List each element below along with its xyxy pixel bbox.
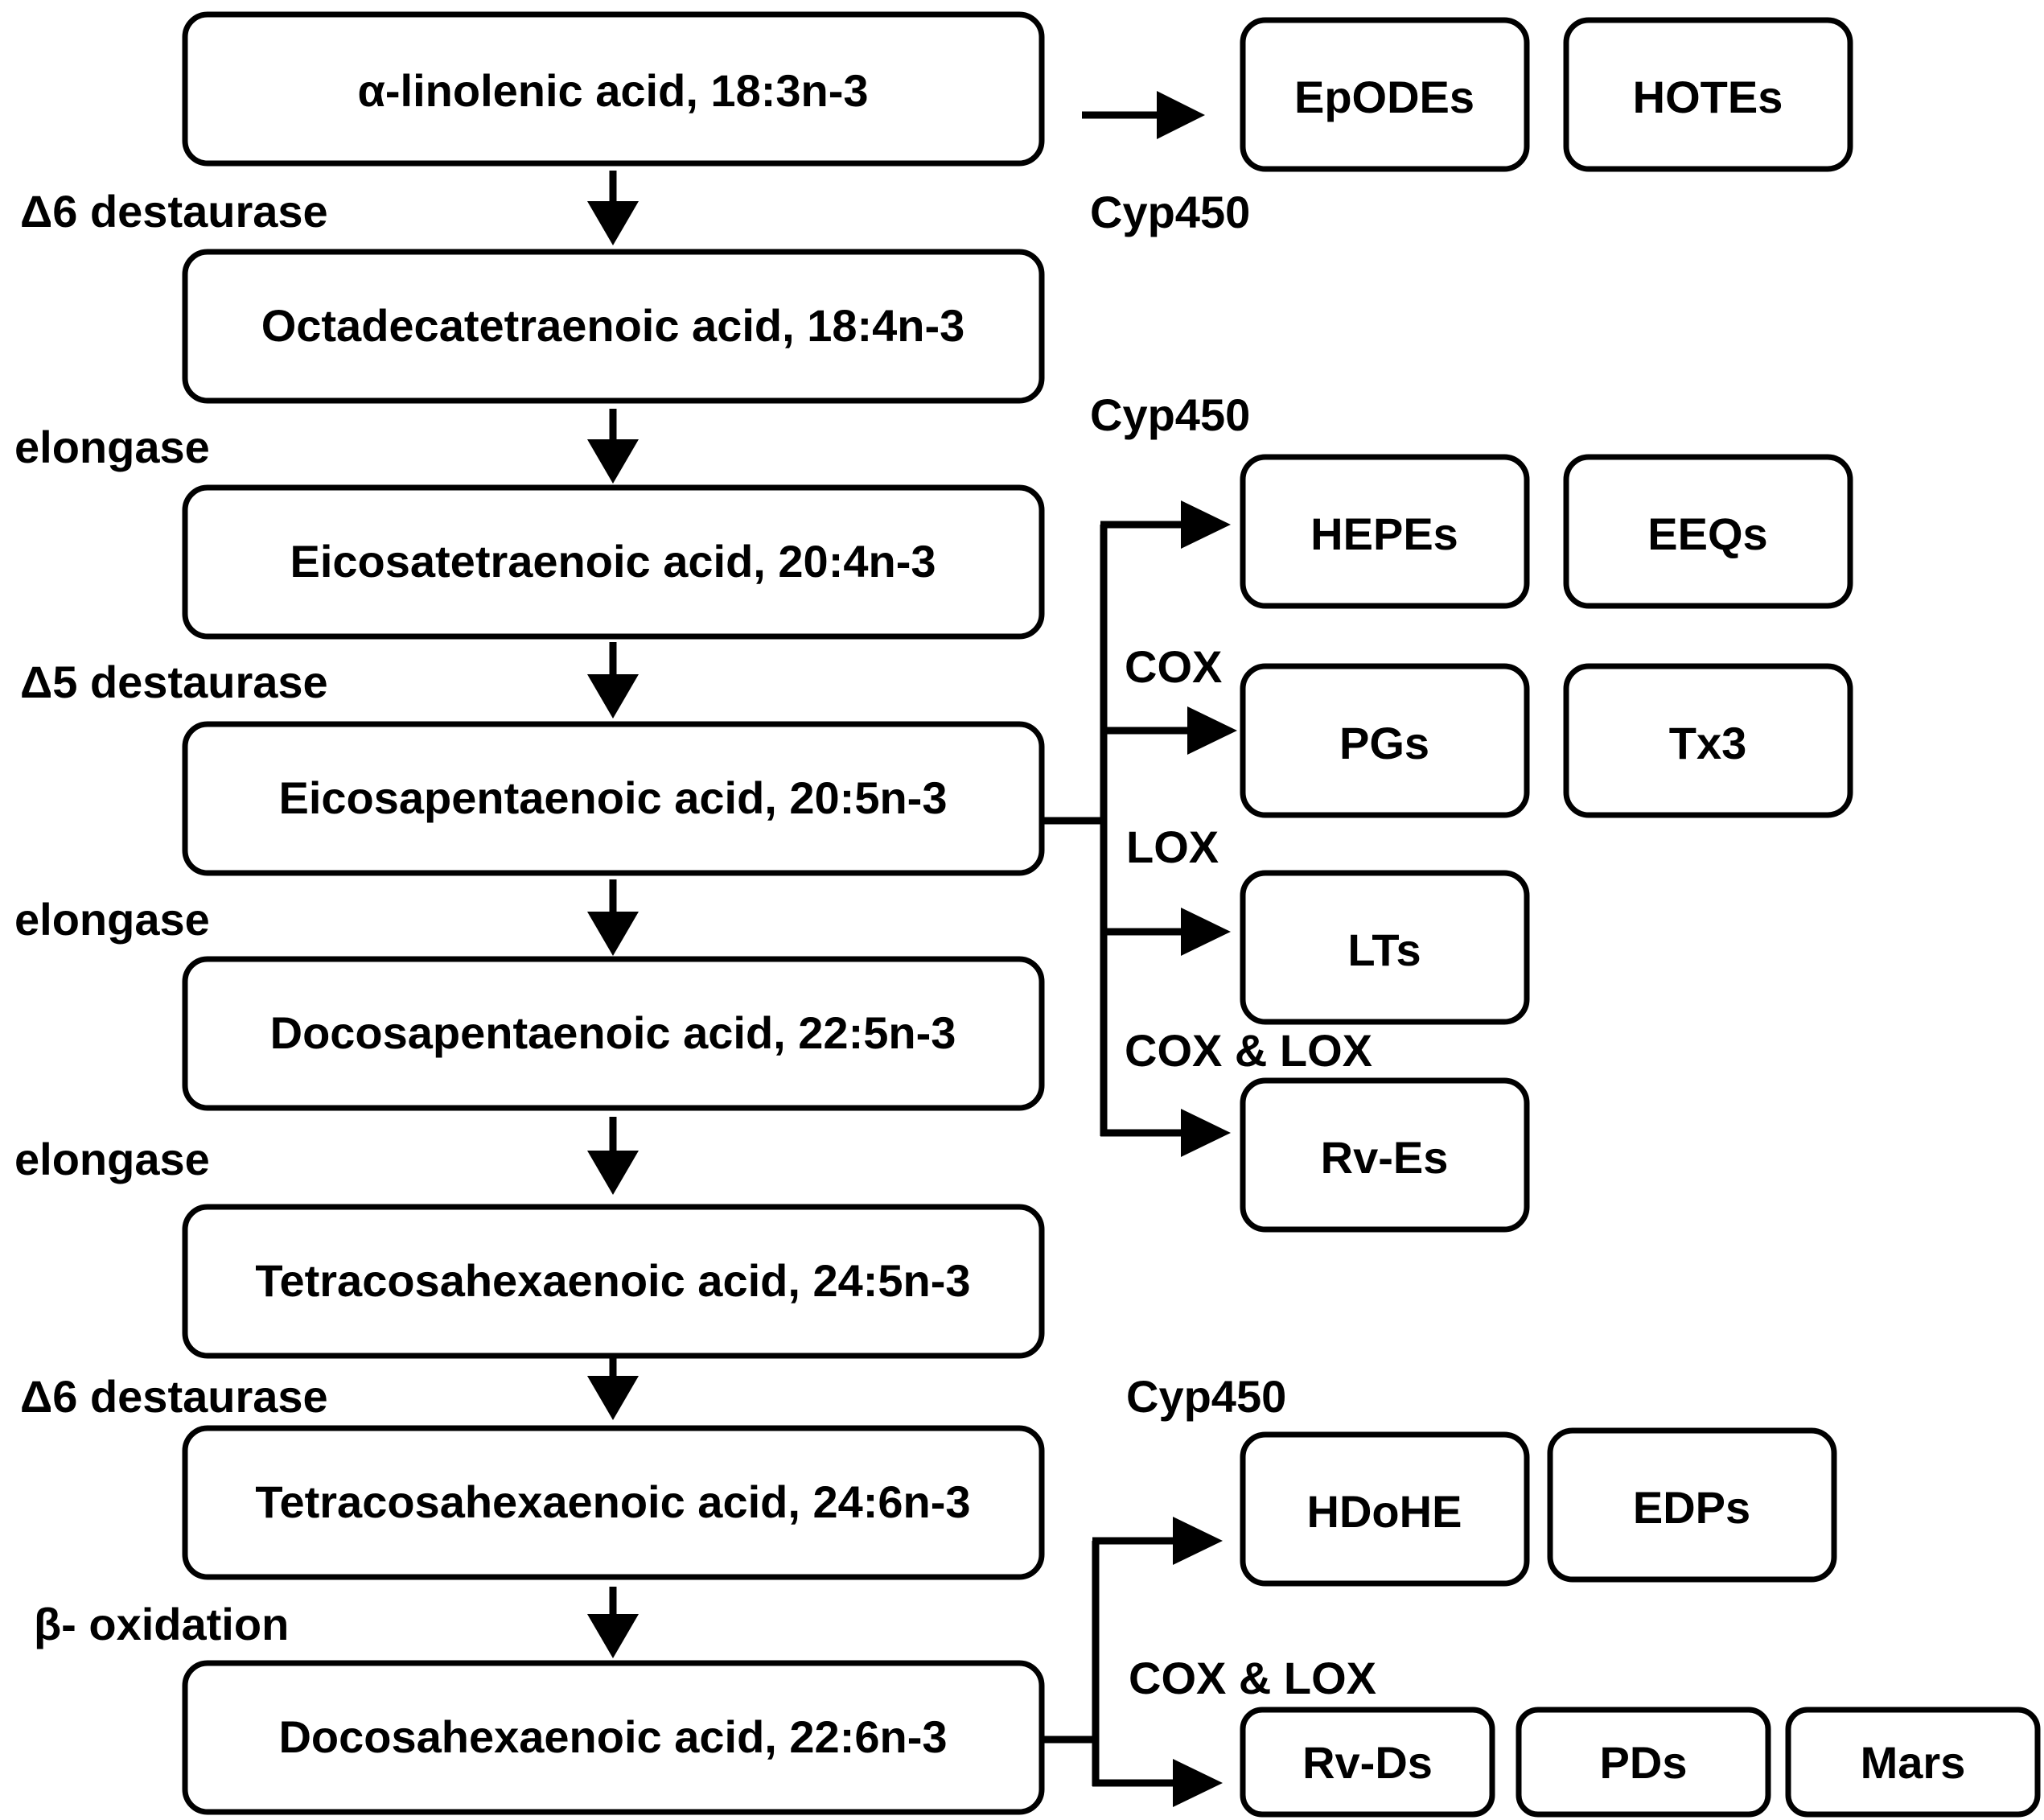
pathway-label: COX & LOX bbox=[1129, 1653, 1376, 1703]
right-arrow-icon bbox=[1082, 91, 1205, 139]
down-arrow-icon bbox=[587, 171, 639, 245]
product-label: EEQs bbox=[1647, 509, 1767, 559]
product-box-hdohe: HDoHE bbox=[1240, 1431, 1530, 1587]
product-label: PGs bbox=[1339, 718, 1429, 768]
product-box-pgs: PGs bbox=[1240, 663, 1530, 818]
right-arrow-icon bbox=[1092, 1759, 1223, 1807]
dha-branches: Cyp450 HDoHE EDPs COX & LOX Rv-Ds PDs bbox=[1043, 1371, 2041, 1818]
compound-label: Eicosatetraenoic acid, 20:4n-3 bbox=[290, 536, 936, 587]
product-box-rv-ds: Rv-Ds bbox=[1240, 1707, 1495, 1818]
compound-box-epa: Eicosapentaenoic acid, 20:5n-3 bbox=[182, 721, 1045, 876]
product-box-hepes: HEPEs bbox=[1240, 454, 1530, 609]
down-arrow-icon bbox=[587, 1358, 639, 1420]
enzyme-label: β- oxidation bbox=[34, 1599, 289, 1649]
epa-branches: Cyp450 HEPEs EEQs COX PGs Tx3 LOX bbox=[1043, 389, 1853, 1233]
pathway-label: Cyp450 bbox=[1090, 187, 1250, 237]
product-box-edps: EDPs bbox=[1547, 1427, 1837, 1583]
pathway-label: Cyp450 bbox=[1126, 1371, 1286, 1422]
compound-box-ala: α-linolenic acid, 18:3n-3 bbox=[182, 11, 1045, 167]
product-label: HEPEs bbox=[1310, 509, 1458, 559]
enzyme-labels: Δ6 destaurase elongase Δ5 destaurase elo… bbox=[14, 186, 328, 1649]
down-arrow-icon bbox=[587, 879, 639, 956]
compound-label: Docosapentaenoic acid, 22:5n-3 bbox=[270, 1007, 956, 1058]
ala-branch: Cyp450 EpODEs HOTEs bbox=[1082, 17, 1853, 237]
product-label: Mars bbox=[1861, 1737, 1966, 1788]
product-label: LTs bbox=[1347, 924, 1421, 975]
down-arrow-icon bbox=[587, 1117, 639, 1195]
pathway-label: COX & LOX bbox=[1125, 1025, 1372, 1076]
main-chain: α-linolenic acid, 18:3n-3 Octadecatetrae… bbox=[182, 11, 1045, 1815]
product-box-pds: PDs bbox=[1516, 1707, 1771, 1818]
compound-label: Eicosapentaenoic acid, 20:5n-3 bbox=[279, 772, 948, 823]
product-box-lts: LTs bbox=[1240, 870, 1530, 1025]
product-box-hotes: HOTEs bbox=[1563, 17, 1853, 172]
compound-label: α-linolenic acid, 18:3n-3 bbox=[357, 65, 868, 116]
compound-label: Tetracosahexaenoic acid, 24:5n-3 bbox=[255, 1255, 970, 1306]
product-label: Rv-Es bbox=[1321, 1132, 1449, 1183]
compound-box-dpa: Docosapentaenoic acid, 22:5n-3 bbox=[182, 956, 1045, 1111]
compound-box-dha: Docosahexaenoic acid, 22:6n-3 bbox=[182, 1660, 1045, 1815]
right-arrow-icon bbox=[1100, 1109, 1231, 1157]
compound-box-sda: Octadecatetraenoic acid, 18:4n-3 bbox=[182, 249, 1045, 404]
chain-arrows bbox=[587, 171, 639, 1658]
product-box-tx3: Tx3 bbox=[1563, 663, 1853, 818]
down-arrow-icon bbox=[587, 1587, 639, 1658]
enzyme-label: elongase bbox=[14, 1134, 210, 1184]
compound-label: Tetracosahexaenoic acid, 24:6n-3 bbox=[255, 1476, 970, 1527]
right-arrow-icon bbox=[1092, 1517, 1223, 1565]
enzyme-label: Δ5 destaurase bbox=[20, 657, 328, 707]
down-arrow-icon bbox=[587, 409, 639, 484]
enzyme-label: elongase bbox=[14, 422, 210, 472]
compound-box-tpa: Tetracosahexaenoic acid, 24:5n-3 bbox=[182, 1204, 1045, 1359]
compound-label: Octadecatetraenoic acid, 18:4n-3 bbox=[261, 300, 965, 351]
product-label: HOTEs bbox=[1633, 72, 1783, 122]
compound-box-eta: Eicosatetraenoic acid, 20:4n-3 bbox=[182, 484, 1045, 640]
product-box-mars: Mars bbox=[1785, 1707, 2041, 1818]
right-arrow-icon bbox=[1100, 908, 1231, 956]
pathway-label: Cyp450 bbox=[1090, 389, 1250, 440]
product-label: Rv-Ds bbox=[1302, 1737, 1433, 1788]
product-label: HDoHE bbox=[1307, 1486, 1462, 1537]
pathway-label: COX bbox=[1125, 641, 1222, 692]
compound-label: Docosahexaenoic acid, 22:6n-3 bbox=[278, 1711, 947, 1762]
enzyme-label: elongase bbox=[14, 894, 210, 945]
product-label: Tx3 bbox=[1669, 718, 1747, 768]
enzyme-label: Δ6 destaurase bbox=[20, 1371, 328, 1422]
pathway-label: LOX bbox=[1126, 821, 1219, 872]
product-box-eeqs: EEQs bbox=[1563, 454, 1853, 609]
product-label: EDPs bbox=[1633, 1482, 1750, 1533]
product-label: PDs bbox=[1600, 1737, 1688, 1788]
right-arrow-icon bbox=[1100, 706, 1237, 755]
product-box-epodes: EpODEs bbox=[1240, 17, 1530, 172]
product-box-rv-es: Rv-Es bbox=[1240, 1077, 1530, 1233]
compound-box-tha: Tetracosahexaenoic acid, 24:6n-3 bbox=[182, 1425, 1045, 1580]
enzyme-label: Δ6 destaurase bbox=[20, 186, 328, 237]
product-label: EpODEs bbox=[1294, 72, 1474, 122]
right-arrow-icon bbox=[1100, 500, 1231, 549]
down-arrow-icon bbox=[587, 642, 639, 719]
